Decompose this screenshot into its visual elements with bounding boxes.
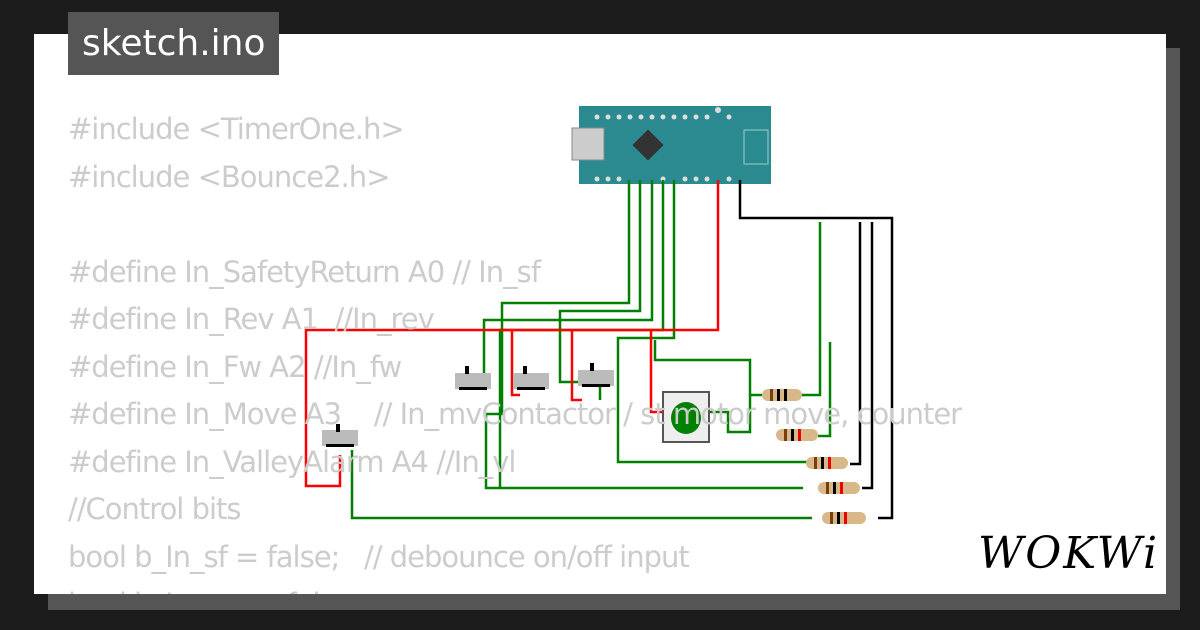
slide-switches [322, 363, 614, 447]
wires-black [738, 180, 894, 520]
pushbutton [662, 391, 710, 443]
arduino-nano [571, 106, 771, 184]
resistors [762, 389, 866, 524]
wokwi-logo: WOKWi [978, 528, 1160, 579]
wires-red [304, 180, 720, 488]
sketch-filename: sketch.ino [68, 12, 280, 75]
wires-green [350, 180, 832, 520]
